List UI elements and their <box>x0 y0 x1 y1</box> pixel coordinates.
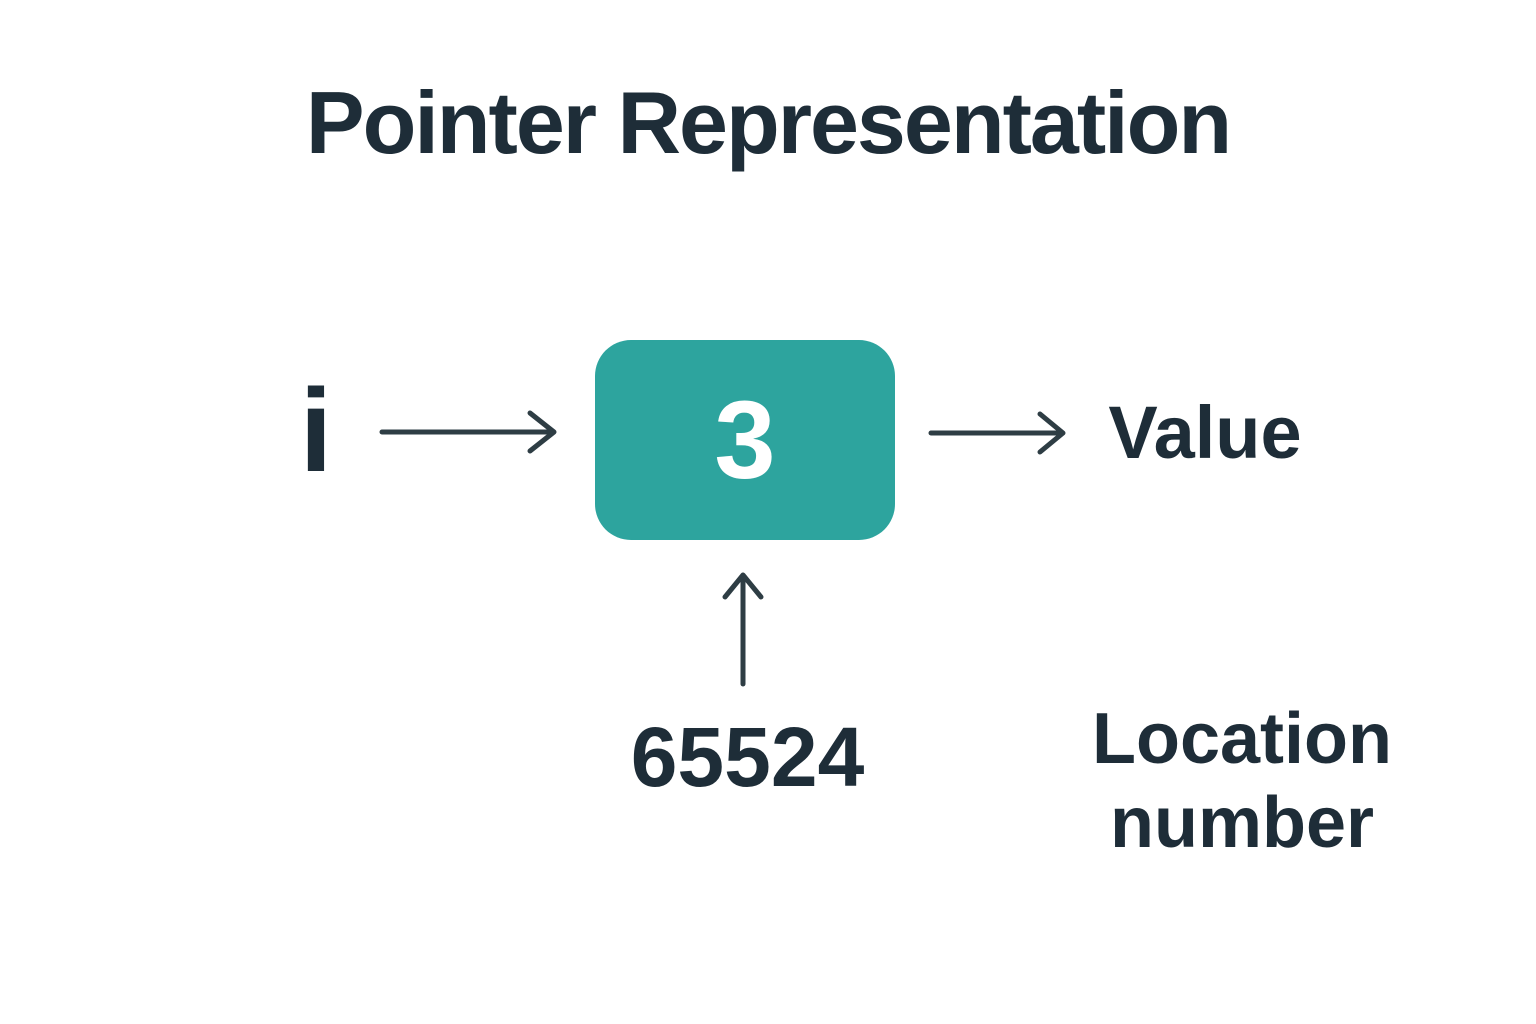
location-label: Location number <box>1077 697 1407 865</box>
location-number: 65524 <box>630 710 865 804</box>
arrow-right-icon <box>379 410 557 454</box>
arrow-up-icon <box>722 572 764 687</box>
location-label-line1: Location <box>1092 699 1392 779</box>
memory-cell-value: 3 <box>714 378 776 502</box>
memory-cell-box: 3 <box>595 340 895 540</box>
pointer-variable-label: i <box>299 365 333 497</box>
value-label: Value <box>1108 391 1302 474</box>
arrow-right-icon <box>928 411 1066 455</box>
location-label-line2: number <box>1109 783 1375 864</box>
diagram-title: Pointer Representation <box>305 73 1232 172</box>
